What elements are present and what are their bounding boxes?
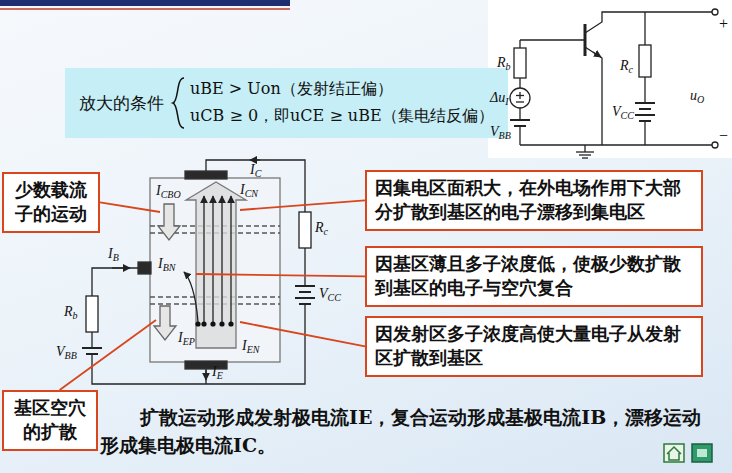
leader-line <box>100 202 160 212</box>
callout-box: 基区空穴的扩散 <box>2 390 98 451</box>
circuit-label: IB <box>108 246 119 262</box>
transistor-structure <box>82 160 315 384</box>
leader-line <box>240 322 365 346</box>
leader-line <box>60 320 156 390</box>
circuit-label: IC <box>250 162 261 178</box>
callout-text: 基区空穴的扩散 <box>12 396 88 445</box>
circuit-label: IEP <box>178 330 195 346</box>
circuit-label: + <box>719 16 728 32</box>
callout-box: 少数载流子的运动 <box>2 172 100 233</box>
callout-box: 因基区薄且多子浓度低，使极少数扩散到基区的电子与空穴复合 <box>365 246 703 307</box>
circuit-label: − <box>719 128 728 144</box>
circuit-label: ICBO <box>156 183 181 199</box>
callout-text: 少数载流子的运动 <box>12 178 90 227</box>
brace <box>170 76 186 130</box>
circuit-label: uO <box>690 88 704 104</box>
amplifier-circuit <box>488 0 732 158</box>
callout-box: 因集电区面积大，在外电场作用下大部分扩散到基区的电子漂移到集电区 <box>365 170 703 231</box>
circuit-label: Rb <box>497 55 511 71</box>
circuit-label: VCC <box>319 286 341 302</box>
condition-box: 放大的条件 uBE > Uon（发射结正偏） uCB ≥ 0，即uCE ≥ uBE（… <box>65 68 508 138</box>
title-rule <box>0 8 290 10</box>
circuit-label: IBN <box>158 256 175 272</box>
circuit-label: IEN <box>242 338 259 354</box>
condition-line: uCB ≥ 0，即uCE ≥ uBE（集电结反偏） <box>190 106 494 127</box>
callout-text: 因基区薄且多子浓度低，使极少数扩散到基区的电子与空穴复合 <box>375 252 693 301</box>
callout-box: 因发射区多子浓度高使大量电子从发射区扩散到基区 <box>365 316 703 377</box>
leader-line <box>196 274 365 276</box>
nav-icons <box>664 444 712 462</box>
circuit-label: VBB <box>490 124 511 140</box>
circuit-label: Rb <box>64 304 78 320</box>
circuit-label: IE <box>212 364 223 380</box>
callout-text: 因发射区多子浓度高使大量电子从发射区扩散到基区 <box>375 322 693 371</box>
circuit-label: VBB <box>56 344 77 360</box>
circuit-label: ICN <box>240 182 258 198</box>
title-bar <box>0 0 290 6</box>
caption: 扩散运动形成发射极电流IE，复合运动形成基极电流IB，漂移运动形成集电极电流IC… <box>100 404 710 459</box>
condition-line: uBE > Uon（发射结正偏） <box>190 79 494 100</box>
leader-line <box>240 200 365 210</box>
circuit-label: Rc <box>315 220 328 236</box>
circuit-label: Rc <box>620 58 633 74</box>
circuit-label: VCC <box>612 104 634 120</box>
circuit-label: ΔuI <box>490 90 509 106</box>
callout-text: 因集电区面积大，在外电场作用下大部分扩散到基区的电子漂移到集电区 <box>375 176 693 225</box>
condition-title: 放大的条件 <box>79 92 164 115</box>
